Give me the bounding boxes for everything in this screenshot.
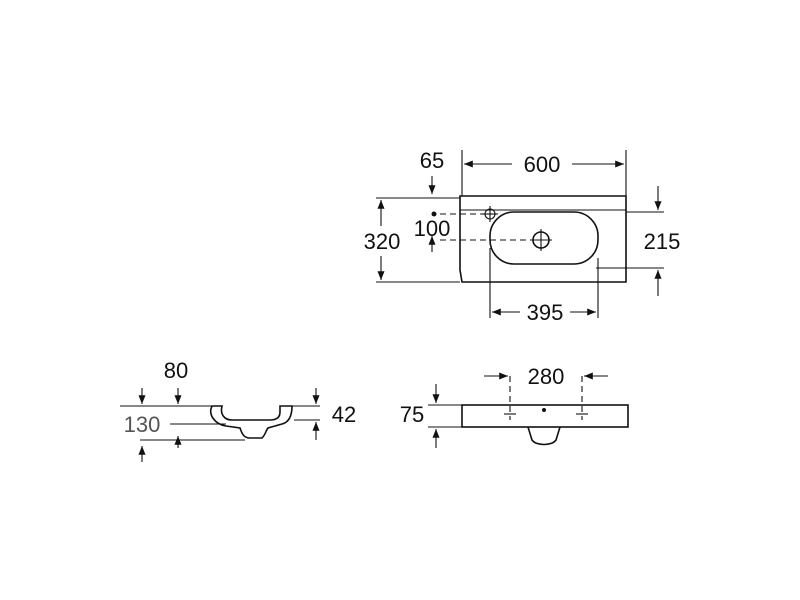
side-view: 80 130 42 xyxy=(120,358,356,462)
dim-depth: 320 xyxy=(364,229,401,254)
dim-fixing-distance: 280 xyxy=(528,364,565,389)
dim-bowl-height: 42 xyxy=(332,402,356,427)
front-view: 280 75 xyxy=(400,364,629,448)
dim-side-height: 130 xyxy=(124,412,161,437)
drain-outlet xyxy=(527,426,561,446)
dim-width: 600 xyxy=(524,152,561,177)
dim-basin-length: 395 xyxy=(527,300,564,325)
oval-bowl xyxy=(489,211,599,265)
dim-overflow-offset: 80 xyxy=(164,358,188,383)
basin-outline-top xyxy=(459,195,627,283)
top-view: 600 65 320 100 215 395 xyxy=(364,148,681,325)
dim-tap-hole-position: 100 xyxy=(414,216,451,241)
dim-tap-offset: 65 xyxy=(420,148,444,173)
dim-front-height: 75 xyxy=(400,402,424,427)
basin-front-outline xyxy=(461,404,629,428)
basin-profile-side xyxy=(210,405,293,439)
dim-basin-depth: 215 xyxy=(644,229,681,254)
